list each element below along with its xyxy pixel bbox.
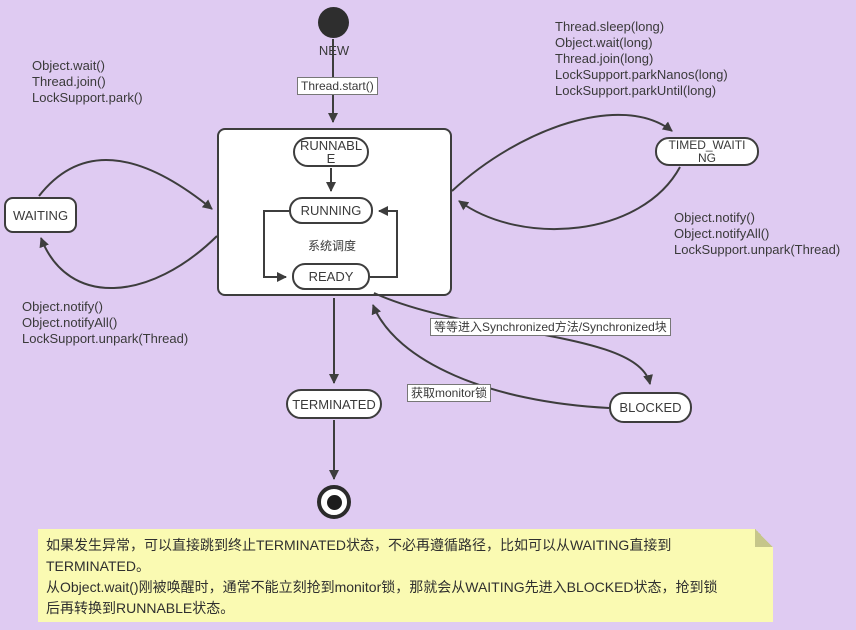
note-line: 从Object.wait()刚被唤醒时，通常不能立刻抢到monitor锁，那就会… (46, 579, 718, 595)
annotation-line: Object.wait(long) (555, 35, 653, 50)
edge-runnable-to-timed-waiting (451, 113, 673, 192)
note-line: 如果发生异常，可以直接跳到终止TERMINATED状态，不必再遵循路径，比如可以… (46, 537, 672, 553)
edge-label-enter-synchronized: 等等进入Synchronized方法/Synchronized块 (430, 318, 671, 336)
annotation-line: Thread.sleep(long) (555, 19, 665, 34)
node-timed-waiting: TIMED_WAITING (655, 137, 759, 166)
edge-ready-to-blocked (373, 292, 653, 385)
final-state-dot (326, 494, 342, 510)
note-line: TERMINATED。 (46, 558, 150, 574)
node-ready: READY (292, 263, 370, 290)
annotation-notify-methods-left: Object.notify() Object.notifyAll() LockS… (22, 299, 188, 347)
annotation-line: LockSupport.park() (32, 90, 143, 105)
annotation-timed-methods: Thread.sleep(long) Object.wait(long) Thr… (555, 19, 728, 99)
node-running: RUNNING (289, 197, 373, 224)
edge-label-thread-start: Thread.start() (297, 77, 378, 95)
edge-runnable-to-waiting (39, 235, 218, 289)
final-state-node (317, 485, 351, 519)
annotation-line: Thread.join(long) (555, 51, 654, 66)
system-scheduler-label: 系统调度 (307, 239, 356, 253)
node-terminated: TERMINATED (286, 389, 382, 419)
annotation-line: LockSupport.parkNanos(long) (555, 67, 728, 82)
annotation-line: LockSupport.unpark(Thread) (674, 242, 841, 257)
annotation-line: Object.notify() (674, 210, 755, 225)
edge-label-acquire-monitor: 获取monitor锁 (407, 384, 492, 402)
initial-state-node (318, 7, 349, 38)
annotation-line: LockSupport.parkUntil(long) (555, 83, 717, 98)
annotation-line: Object.notifyAll() (22, 315, 118, 330)
annotation-line: LockSupport.unpark(Thread) (22, 331, 189, 346)
annotation-line: Thread.join() (32, 74, 106, 89)
node-waiting: WAITING (4, 197, 77, 233)
new-state-label: NEW (318, 43, 350, 58)
annotation-line: Object.notify() (22, 299, 103, 314)
edge-timed-waiting-to-runnable (458, 166, 681, 231)
annotation-line: Object.notifyAll() (674, 226, 770, 241)
note-line: 后再转换到RUNNABLE状态。 (46, 600, 235, 616)
node-runnable: RUNNABLE (293, 137, 369, 167)
annotation-notify-methods-right: Object.notify() Object.notifyAll() LockS… (674, 210, 840, 258)
node-blocked: BLOCKED (609, 392, 692, 423)
note-box: 如果发生异常，可以直接跳到终止TERMINATED状态，不必再遵循路径，比如可以… (38, 529, 773, 622)
annotation-wait-methods: Object.wait() Thread.join() LockSupport.… (32, 58, 143, 106)
annotation-line: Object.wait() (32, 58, 105, 73)
note-folded-corner (755, 529, 773, 547)
